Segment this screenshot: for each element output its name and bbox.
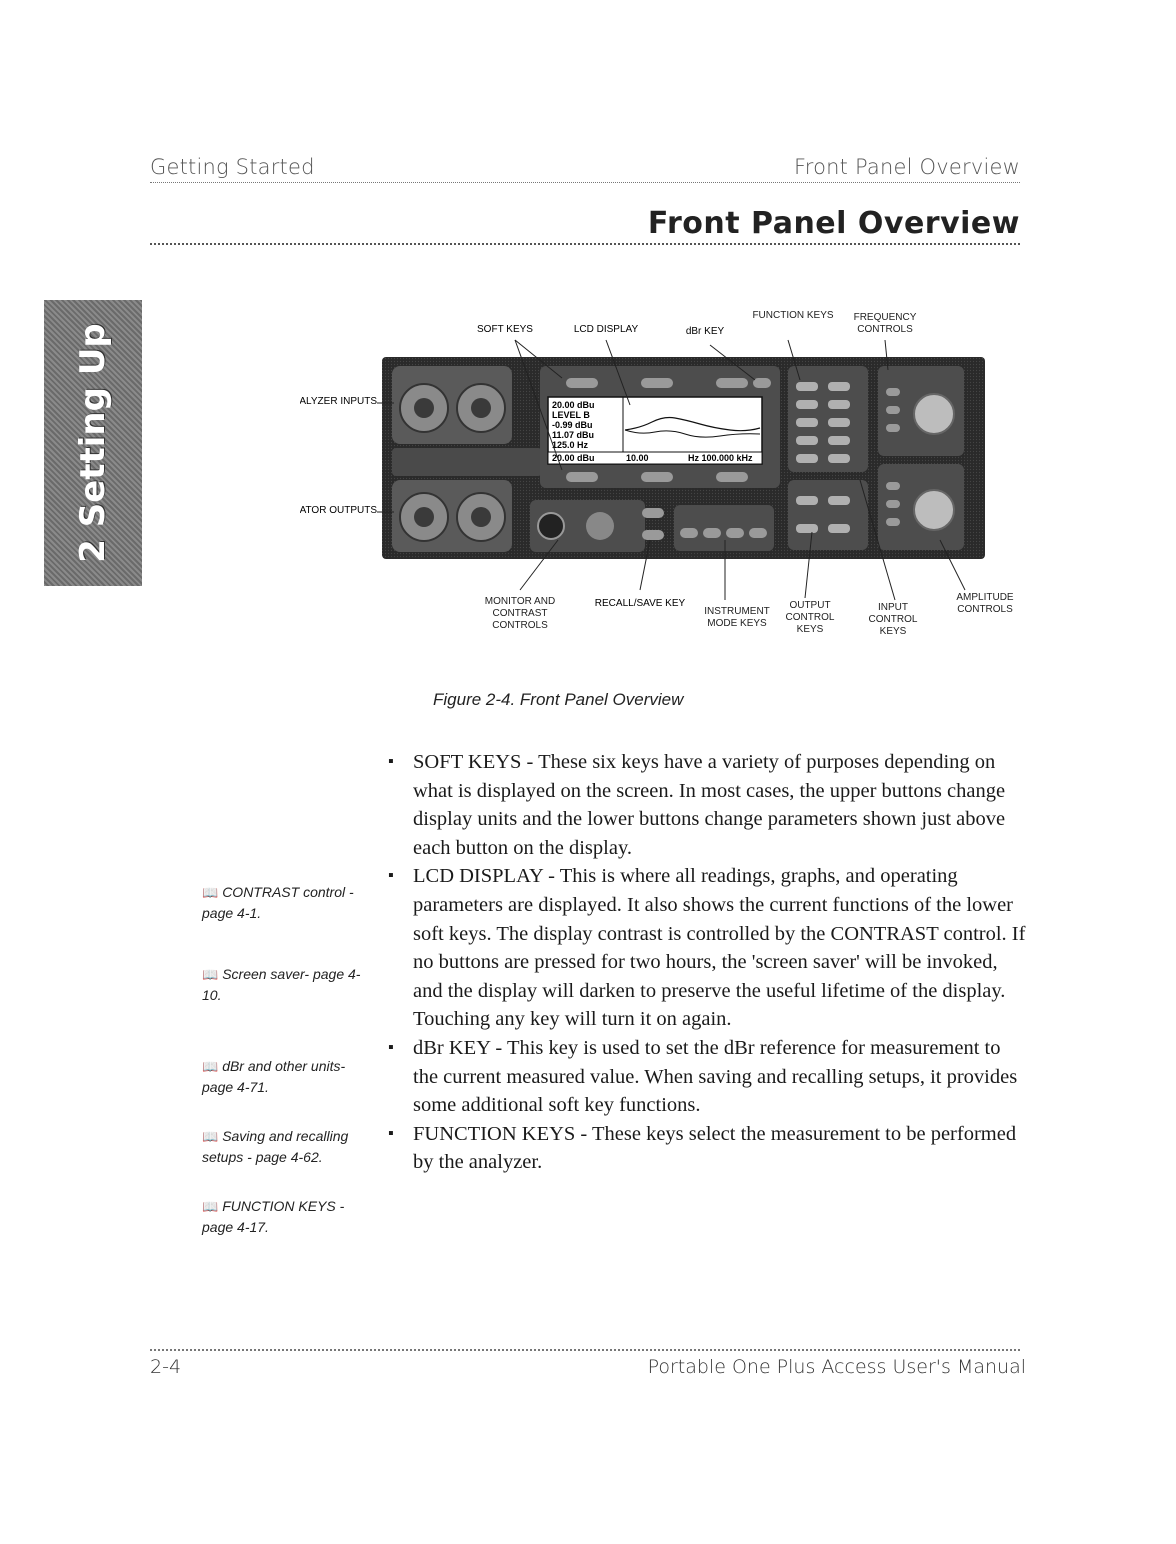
page-number: 2-4 — [150, 1356, 182, 1378]
book-icon: 📖 — [202, 967, 219, 982]
label-generator-outputs: GENERATOR OUTPUTS — [300, 505, 377, 516]
soft-key-lower-3 — [716, 472, 748, 482]
bullet-soft-keys: ▪SOFT KEYS - These six keys have a varie… — [388, 751, 1006, 859]
chapter-tab-label: 2 Setting Up — [73, 323, 113, 563]
label-analyzer-inputs: ANALYZER INPUTS — [300, 396, 377, 407]
header-rule — [150, 182, 1020, 183]
header-chapter: Getting Started — [150, 155, 315, 179]
book-icon: 📖 — [202, 1129, 219, 1144]
lcd-graph-trace — [624, 416, 761, 432]
dbr-key — [753, 378, 771, 388]
lcd-bottom-left: 20.00 dBu — [552, 453, 595, 463]
note-text: FUNCTION KEYS - page 4-17. — [202, 1198, 345, 1235]
label-output-control: OUTPUT CONTROL KEYS — [785, 600, 835, 635]
section-title: Front Panel Overview — [647, 206, 1020, 241]
manual-title: Portable One Plus Access User's Manual — [647, 1356, 1026, 1378]
label-monitor-contrast: MONITOR AND CONTRAST CONTROLS — [484, 596, 556, 631]
label-function-keys: FUNCTION KEYS — [752, 310, 834, 321]
label-lcd-display: LCD DISPLAY — [574, 324, 639, 335]
bullet-function-keys: ▪FUNCTION KEYS - These keys select the m… — [388, 1122, 1017, 1174]
front-panel-illustration: 20.00 dBu LEVEL B -0.99 dBu 11.07 dBu 12… — [264, 324, 985, 609]
lcd-line-2: LEVEL B — [552, 410, 590, 420]
lcd-bottom-mid: 10.00 — [626, 453, 649, 463]
recall-save-key — [642, 508, 664, 518]
output-control-block — [788, 480, 868, 550]
label-recall-save: RECALL/SAVE KEY — [595, 598, 686, 609]
monitor-jack — [537, 512, 565, 540]
book-icon: 📖 — [202, 1059, 219, 1074]
figure-caption: Figure 2-4. Front Panel Overview — [433, 690, 684, 709]
front-panel-figure: 20.00 dBu LEVEL B -0.99 dBu 11.07 dBu 12… — [264, 300, 1030, 650]
lcd-line-5: 125.0 Hz — [552, 440, 589, 450]
function-keys-block — [788, 366, 868, 472]
book-icon: 📖 — [202, 885, 219, 900]
label-soft-keys: SOFT KEYS — [477, 324, 533, 335]
label-amplitude-controls: AMPLITUDE CONTROLS — [956, 592, 1014, 615]
amplitude-knob — [913, 489, 955, 531]
note-saving-setups: 📖Saving and recalling setups - page 4-62… — [202, 1126, 372, 1167]
soft-key-upper-3 — [716, 378, 748, 388]
label-frequency-controls: FREQUENCY CONTROLS — [853, 312, 917, 335]
soft-key-lower-1 — [566, 472, 598, 482]
soft-key-upper-1 — [566, 378, 598, 388]
brand-logo — [392, 448, 542, 476]
instrument-mode-block — [674, 505, 774, 551]
header-section: Front Panel Overview — [794, 155, 1020, 179]
footer-rule — [150, 1349, 1020, 1351]
contrast-knob — [586, 512, 614, 540]
note-text: dBr and other units- page 4-71. — [202, 1058, 346, 1095]
bullet-text: LCD DISPLAY - This is where all readings… — [413, 865, 1026, 1031]
note-text: Saving and recalling setups - page 4-62. — [202, 1128, 349, 1165]
chapter-tab: 2 Setting Up — [44, 300, 142, 586]
note-dbr-units: 📖dBr and other units- page 4-71. — [202, 1056, 372, 1097]
bullet-dbr-key: ▪dBr KEY - This key is used to set the d… — [388, 1036, 1018, 1117]
note-function-keys: 📖FUNCTION KEYS - page 4-17. — [202, 1196, 372, 1237]
bullet-text: dBr KEY - This key is used to set the dB… — [413, 1036, 1018, 1117]
lcd-graph-trace-2 — [624, 429, 761, 438]
label-dbr-key: dBr KEY — [686, 326, 725, 337]
note-contrast: 📖CONTRAST control - page 4-1. — [202, 882, 372, 923]
soft-key-upper-2 — [641, 378, 673, 388]
title-rule — [150, 243, 1020, 245]
bullet-text: FUNCTION KEYS - These keys select the me… — [413, 1122, 1017, 1174]
lcd-line-3: -0.99 dBu — [552, 420, 593, 430]
label-input-control: INPUT CONTROL KEYS — [868, 602, 918, 637]
lcd-line-1: 20.00 dBu — [552, 400, 595, 410]
bullet-text: SOFT KEYS - These six keys have a variet… — [413, 751, 1006, 859]
lcd-line-4: 11.07 dBu — [552, 430, 594, 440]
note-text: Screen saver- page 4-10. — [202, 966, 361, 1003]
bullet-list: ▪SOFT KEYS - These six keys have a varie… — [388, 748, 1028, 1177]
soft-key-lower-2 — [641, 472, 673, 482]
label-instrument-mode: INSTRUMENT MODE KEYS — [704, 606, 770, 629]
lcd-bottom-right: Hz 100.000 kHz — [688, 453, 753, 463]
book-icon: 📖 — [202, 1199, 219, 1214]
frequency-knob — [913, 393, 955, 435]
note-text: CONTRAST control - page 4-1. — [202, 884, 354, 921]
bullet-lcd-display: ▪LCD DISPLAY - This is where all reading… — [388, 865, 1026, 1031]
note-screen-saver: 📖Screen saver- page 4-10. — [202, 964, 372, 1005]
